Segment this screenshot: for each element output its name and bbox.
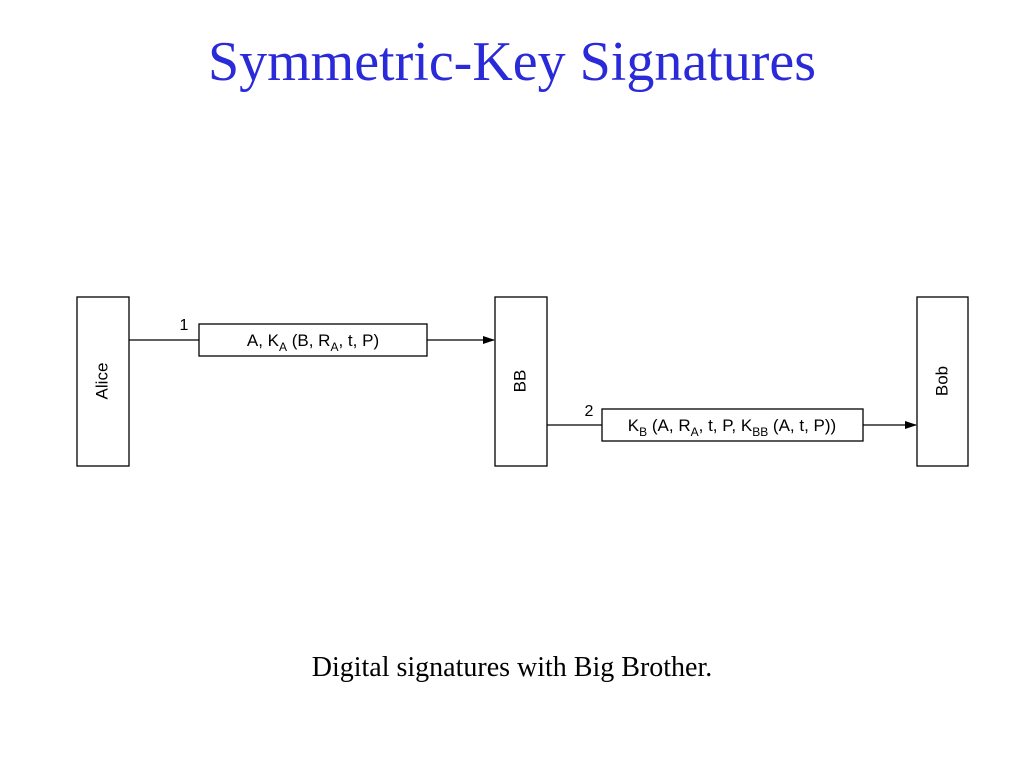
slide-caption: Digital signatures with Big Brother. (311, 652, 713, 683)
bob-box (916, 296, 969, 467)
alice-box (76, 296, 130, 467)
bb-label: BB (510, 370, 529, 393)
message-1-box (198, 323, 428, 357)
alice-label: Alice (92, 363, 111, 400)
message-2-text: KB (A, RA, t, P, KBB (A, t, P)) (628, 416, 836, 439)
message-2-box (601, 408, 864, 442)
message-2-step-number: 2 (585, 403, 594, 420)
slide-title: Symmetric-Key Signatures (207, 31, 817, 93)
bob-label: Bob (932, 366, 951, 396)
message-1-text: A, KA (B, RA, t, P) (247, 331, 379, 354)
bb-box (494, 296, 548, 467)
message-1-step-number: 1 (180, 317, 189, 334)
